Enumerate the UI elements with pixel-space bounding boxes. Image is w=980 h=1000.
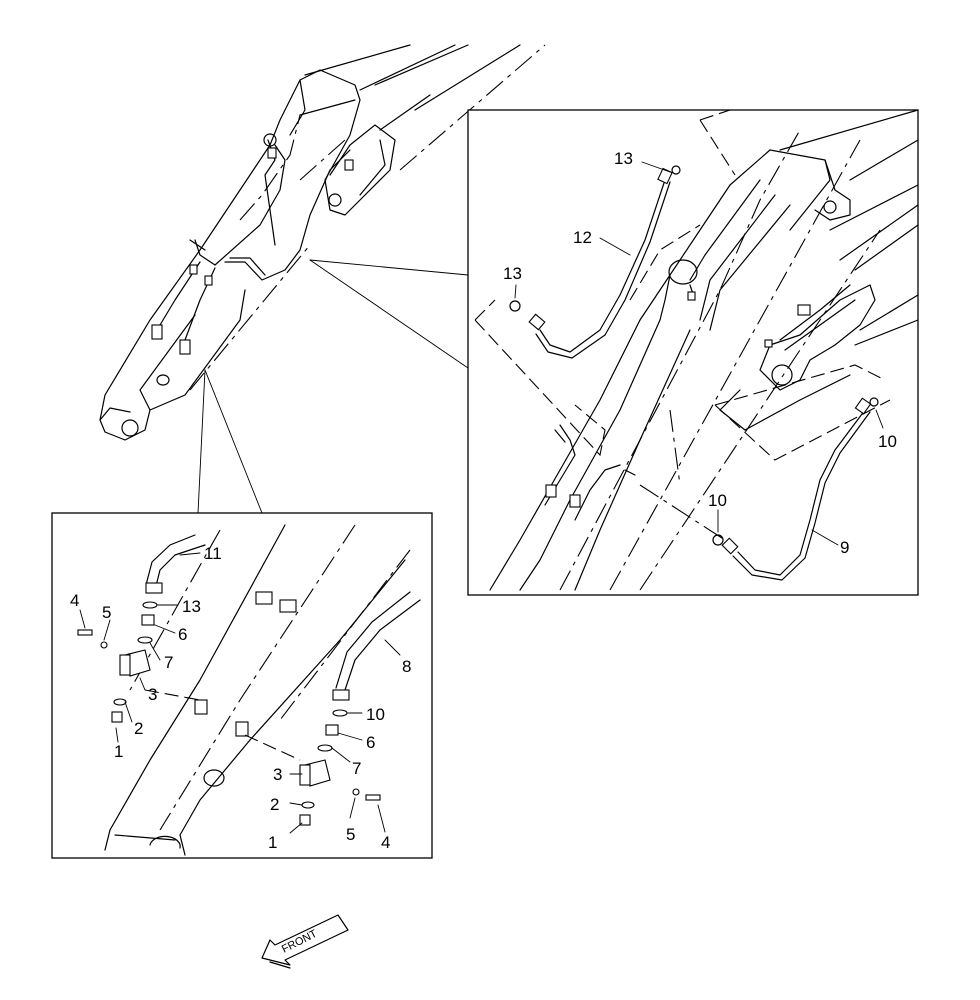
- callout-11: 11: [204, 544, 222, 563]
- callout-10: 10: [366, 705, 385, 724]
- front-arrow: FRONT: [261, 914, 349, 969]
- callout-5-upper: 5: [102, 603, 111, 622]
- callout-8: 8: [402, 657, 411, 676]
- callout-6-upper: 6: [178, 625, 187, 644]
- callout-3-upper: 3: [148, 685, 157, 704]
- callout-13: 13: [182, 597, 201, 616]
- callout-1-upper: 1: [114, 742, 123, 761]
- inset-left-frame: [51, 512, 433, 859]
- callout-4-upper: 4: [70, 591, 79, 610]
- callout-3-lower: 3: [273, 765, 282, 784]
- inset-right: 13 12 13 10 10 9: [467, 109, 919, 596]
- inset-left: 11 13 4 5 6 7 3 2 1 8 10 6 7 3 2 1 5 4: [51, 512, 433, 859]
- inset-right-frame: [467, 109, 919, 596]
- front-arrow-label: FRONT: [280, 928, 319, 956]
- callout-9: 9: [840, 538, 849, 557]
- callout-6-lower: 6: [366, 733, 375, 752]
- callout-1-lower: 1: [268, 833, 277, 852]
- callout-13-top: 13: [614, 149, 633, 168]
- callout-2-lower: 2: [270, 795, 279, 814]
- callout-7-lower: 7: [352, 759, 361, 778]
- callout-12: 12: [573, 228, 592, 247]
- callout-5-lower: 5: [346, 825, 355, 844]
- callout-4-lower: 4: [381, 833, 390, 852]
- boom-overview: [99, 44, 546, 514]
- callout-10-lower: 10: [708, 491, 727, 510]
- callout-7-upper: 7: [164, 653, 173, 672]
- callout-2-upper: 2: [134, 719, 143, 738]
- callout-13-left: 13: [503, 264, 522, 283]
- callout-10-right: 10: [878, 432, 897, 451]
